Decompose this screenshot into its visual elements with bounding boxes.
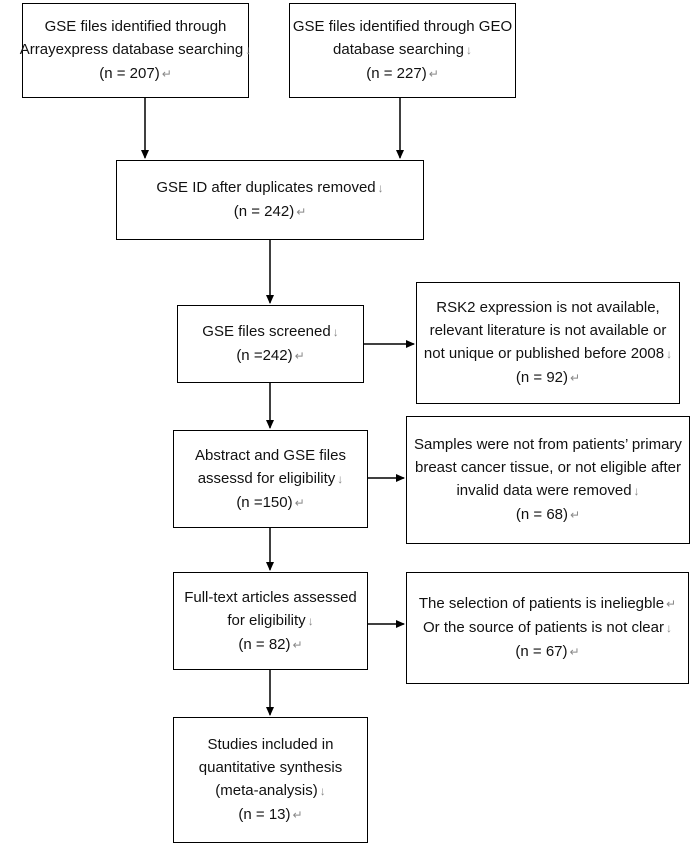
- paragraph-mark-icon: ↓: [307, 613, 314, 628]
- box-line: Abstract and GSE files: [195, 444, 346, 467]
- paragraph-mark-icon: ↓: [633, 484, 640, 498]
- box-excluded-selection: The selection of patients is ineliegble↵…: [406, 572, 689, 684]
- box-text: (n = 67): [515, 643, 568, 660]
- box-text: Samples were not from patients’ primary: [414, 436, 682, 453]
- box-text: GSE ID after duplicates removed: [156, 179, 376, 196]
- box-text: breast cancer tissue, or not eligible af…: [415, 459, 681, 476]
- paragraph-mark-icon: ↵: [666, 597, 677, 611]
- box-text: (n = 13): [238, 806, 291, 823]
- box-excluded-samples: Samples were not from patients’ primary b…: [406, 416, 690, 544]
- box-line: (n =242)↵: [236, 344, 304, 368]
- box-text: Or the source of patients is not clear: [423, 619, 664, 636]
- box-abstract-assessed: Abstract and GSE files assessd for eligib…: [173, 430, 368, 528]
- box-text: (n = 82): [238, 635, 291, 653]
- box-line: (meta-analysis)↓: [215, 779, 326, 803]
- box-line: (n = 92)↵: [516, 366, 580, 390]
- box-text: (n = 242): [233, 203, 295, 220]
- box-line: Full-text articles assessed: [184, 586, 357, 609]
- box-text: (meta-analysis): [215, 782, 318, 799]
- box-text: GSE files identified through: [44, 18, 227, 35]
- paragraph-mark-icon: ↵: [428, 67, 439, 81]
- paragraph-mark-icon: ↵: [294, 495, 305, 510]
- paragraph-mark-icon: ↓: [665, 621, 672, 635]
- box-line: Samples were not from patients’ primary: [414, 433, 682, 456]
- box-line: (n = 13)↵: [238, 803, 302, 827]
- box-line: GSE ID after duplicates removed↓: [156, 176, 383, 200]
- box-text: assessd for eligibility: [197, 469, 336, 487]
- paragraph-mark-icon: ↵: [161, 67, 172, 81]
- box-line: assessd for eligibility↓: [198, 467, 344, 491]
- paragraph-mark-icon: ↵: [570, 371, 581, 385]
- box-studies-included: Studies included in quantitative synthesi…: [173, 717, 368, 843]
- paragraph-mark-icon: ↵: [294, 349, 305, 363]
- box-line: (n = 242)↵: [234, 200, 307, 224]
- box-fulltext-assessed: Full-text articles assessed for eligibili…: [173, 572, 368, 670]
- box-line: (n =150)↵: [236, 491, 304, 515]
- box-line: not unique or published before 2008↓: [424, 342, 672, 366]
- box-geo-identified: GSE files identified through GEO database…: [289, 3, 516, 98]
- box-text: Full-text articles assessed: [184, 588, 357, 606]
- box-line: for eligibility↓: [227, 609, 313, 633]
- box-text: (n =242): [236, 347, 293, 364]
- box-text: quantitative synthesis: [198, 759, 343, 776]
- box-line: The selection of patients is ineliegble↵: [419, 592, 676, 616]
- box-line: Or the source of patients is not clear↓: [423, 616, 672, 640]
- box-line: database searching↓: [333, 38, 472, 62]
- box-line: invalid data were removed↓: [456, 479, 639, 503]
- box-line: RSK2 expression is not available,: [436, 296, 659, 319]
- box-text: Abstract and GSE files: [195, 446, 346, 464]
- box-line: GSE files screened↓: [202, 320, 338, 344]
- box-duplicates-removed: GSE ID after duplicates removed↓(n = 242…: [116, 160, 424, 240]
- paragraph-mark-icon: ↵: [296, 205, 307, 219]
- paragraph-mark-icon: ↵: [570, 508, 581, 522]
- box-line: Arrayexpress database searching↓: [20, 38, 251, 62]
- box-line: Studies included in: [208, 733, 334, 756]
- box-text: relevant literature is not available or: [429, 322, 667, 339]
- paragraph-mark-icon: ↓: [245, 43, 252, 57]
- box-text: (n =150): [236, 493, 293, 511]
- box-line: relevant literature is not available or: [430, 319, 667, 342]
- box-line: quantitative synthesis: [199, 756, 342, 779]
- box-text: (n = 68): [515, 506, 569, 523]
- box-line: breast cancer tissue, or not eligible af…: [415, 456, 681, 479]
- paragraph-mark-icon: ↓: [332, 325, 339, 339]
- paragraph-mark-icon: ↓: [666, 347, 673, 361]
- box-excluded-rsk2: RSK2 expression is not available, relevan…: [416, 282, 680, 404]
- paragraph-mark-icon: ↓: [319, 784, 326, 798]
- box-text: RSK2 expression is not available,: [436, 299, 660, 316]
- box-text: for eligibility: [227, 611, 306, 629]
- box-text: (n = 92): [515, 369, 569, 386]
- paragraph-mark-icon: ↓: [377, 181, 384, 195]
- box-text: (n = 207): [99, 65, 160, 82]
- box-line: GSE files identified through GEO: [293, 15, 512, 38]
- paragraph-mark-icon: ↓: [465, 43, 472, 57]
- box-line: (n = 67)↵: [515, 640, 579, 664]
- box-gse-screened: GSE files screened↓(n =242)↵: [177, 305, 364, 383]
- paragraph-mark-icon: ↵: [569, 645, 580, 659]
- box-text: GSE files screened: [202, 323, 331, 340]
- box-text: not unique or published before 2008: [423, 345, 665, 362]
- paragraph-mark-icon: ↓: [337, 471, 344, 486]
- box-line: (n = 227)↵: [366, 62, 439, 86]
- box-line: (n = 68)↵: [516, 503, 580, 527]
- box-text: Studies included in: [207, 736, 334, 753]
- box-text: database searching: [333, 41, 464, 58]
- box-text: (n = 227): [366, 65, 427, 82]
- box-text: invalid data were removed: [456, 482, 632, 499]
- box-text: GSE files identified through GEO: [292, 18, 513, 35]
- box-line: GSE files identified through: [45, 15, 227, 38]
- box-text: The selection of patients is ineliegble: [418, 595, 665, 612]
- paragraph-mark-icon: ↵: [292, 637, 303, 652]
- box-line: (n = 82)↵: [238, 633, 302, 657]
- paragraph-mark-icon: ↵: [292, 808, 303, 822]
- box-text: Arrayexpress database searching: [19, 41, 244, 58]
- box-line: (n = 207)↵: [99, 62, 172, 86]
